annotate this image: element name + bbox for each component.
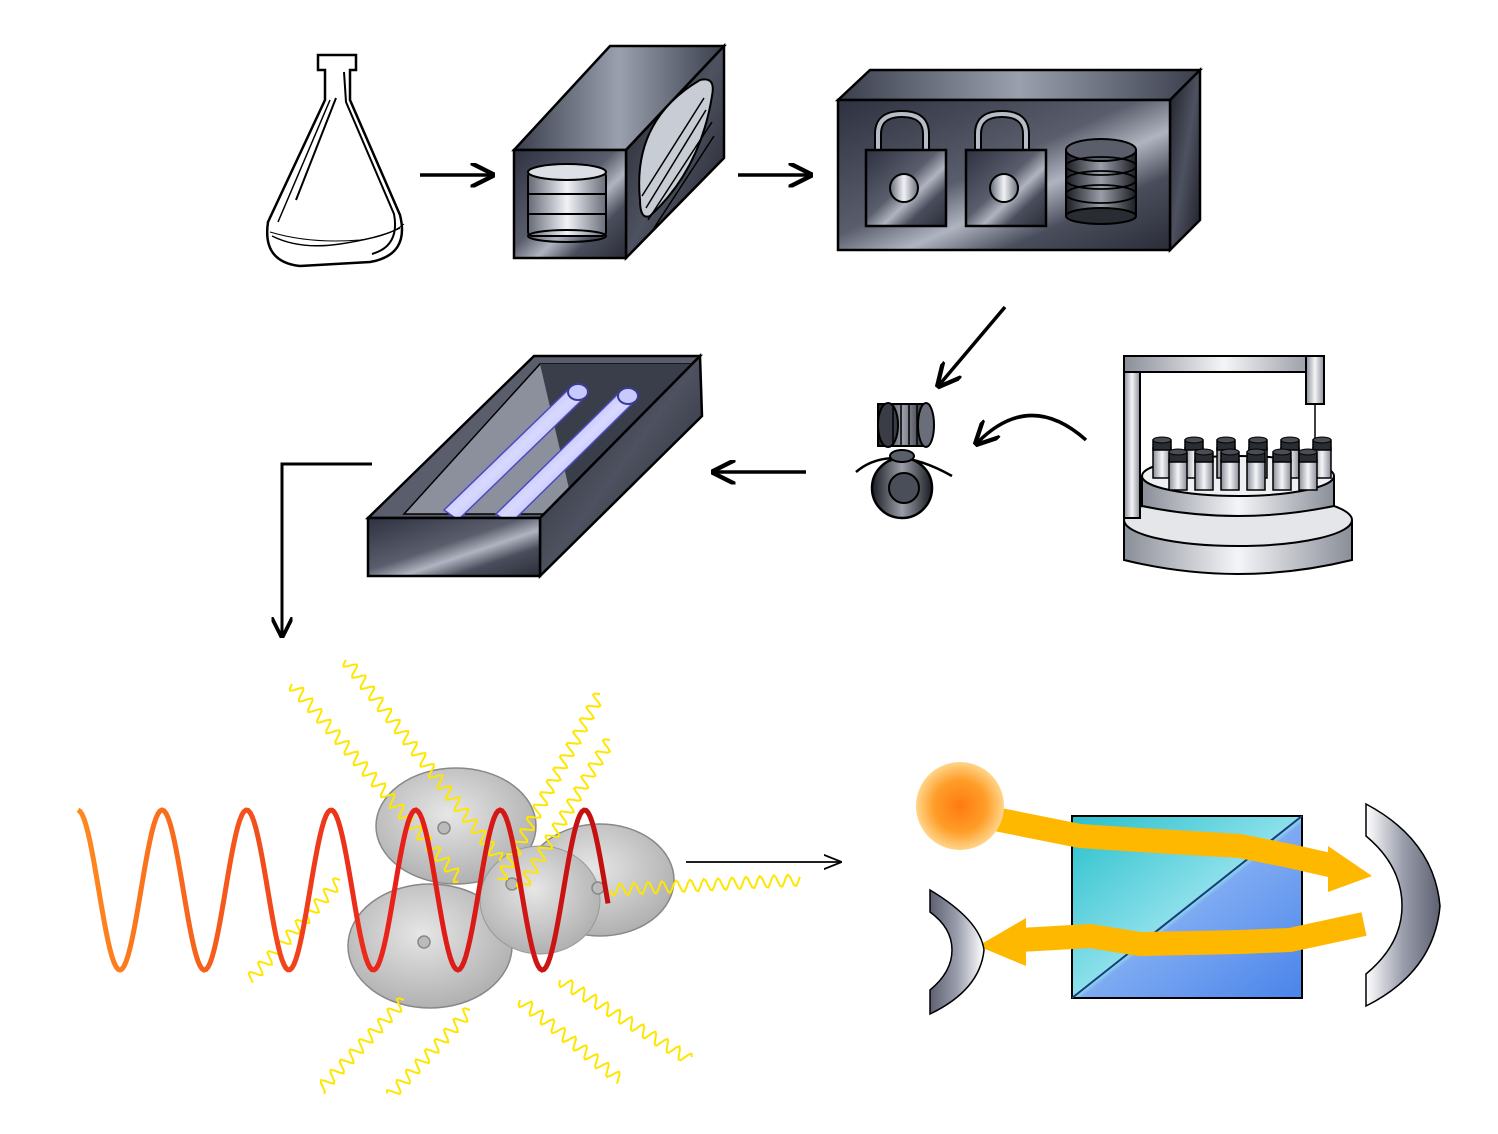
uv-lamp-tray-icon <box>364 353 704 579</box>
lock-filter-box-icon <box>834 66 1204 254</box>
vial-row-front <box>1168 448 1318 491</box>
light-source <box>916 762 1004 850</box>
vial-icon <box>1246 448 1266 491</box>
mirror-right <box>1365 802 1441 1008</box>
arrow-autosampler-to-assembly <box>978 413 1088 442</box>
vial-icon <box>1298 448 1318 491</box>
scattered-wave <box>558 978 693 1062</box>
scattered-light-waves <box>247 659 801 1096</box>
scattered-wave <box>609 873 801 897</box>
autosampler-vial-rack-icon <box>1123 355 1353 575</box>
erlenmeyer-flask-icon <box>265 53 405 268</box>
mirror-left <box>929 888 985 1016</box>
vial-icon <box>1194 448 1214 491</box>
beam-splitter-mirrors-icon <box>916 762 1441 1016</box>
vial-icon <box>1272 448 1292 491</box>
light-beam <box>978 806 1372 966</box>
arrow-separator-to-assembly <box>940 305 1007 384</box>
arrow-uv-box-to-irradiation <box>282 462 372 634</box>
scattered-wave <box>385 1007 471 1096</box>
incident-light-wave <box>76 807 611 973</box>
lock-icon <box>964 109 1048 228</box>
vial-icon <box>1152 436 1172 479</box>
scattered-wave <box>515 738 612 891</box>
disc-stack-icon <box>527 163 607 243</box>
vial-icon <box>1168 448 1188 491</box>
lock-icon <box>864 109 948 228</box>
wave-scattering-particles-icon <box>76 659 801 1096</box>
particle-core <box>437 821 451 835</box>
vial-icon <box>1220 448 1240 491</box>
scattered-wave <box>319 997 405 1095</box>
uv-lamp-icon <box>442 383 589 521</box>
particle-core <box>417 935 431 949</box>
scattered-wave <box>517 999 621 1084</box>
side-rotor-icon <box>638 78 715 229</box>
dark-disc-stack-icon <box>1065 138 1137 225</box>
scattered-wave <box>342 659 504 862</box>
stacked-disc-holder-icon <box>855 402 953 520</box>
scattered-wave <box>247 877 341 984</box>
scattered-wave <box>497 692 602 881</box>
centrifuge-box-icon <box>511 42 727 262</box>
